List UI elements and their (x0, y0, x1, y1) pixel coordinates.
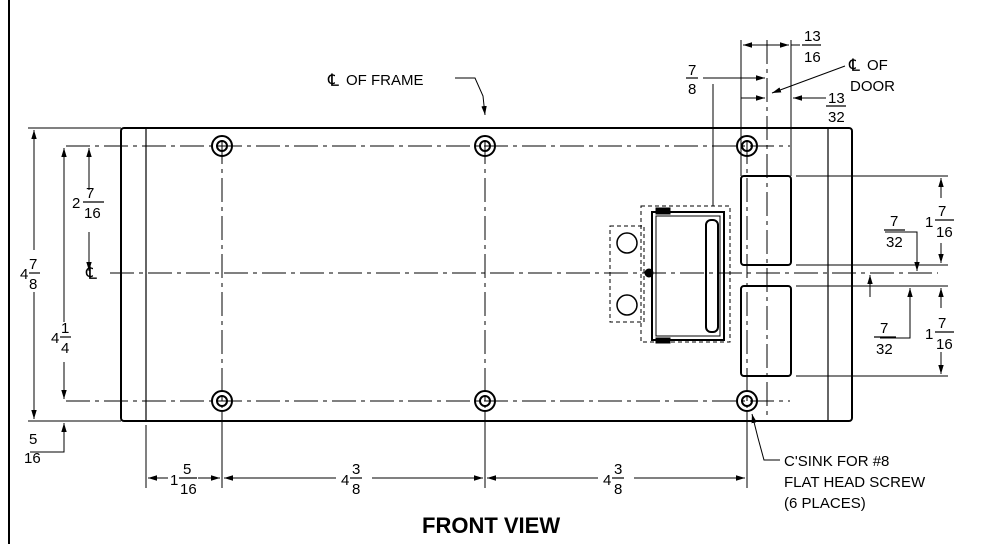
extension-lines (28, 40, 948, 488)
horizontal-centerline-symbol: ℄ (85, 264, 97, 283)
svg-text:4: 4 (51, 330, 59, 347)
svg-text:4: 4 (20, 266, 28, 283)
svg-text:1: 1 (925, 214, 933, 231)
view-title: FRONT VIEW (422, 513, 560, 538)
dim-overall-height: 4 7 8 (20, 256, 40, 293)
svg-text:7: 7 (938, 315, 946, 332)
svg-text:32: 32 (876, 341, 893, 358)
center-lines (66, 40, 938, 415)
dim-latch-to-door-centerline: 7 8 (686, 62, 698, 98)
dim-door-centerline-offset: 13 32 (826, 90, 846, 126)
svg-text:8: 8 (29, 276, 37, 293)
hole-top-left (211, 135, 233, 157)
countersink-line-1: C'SINK FOR #8 (784, 453, 889, 470)
svg-text:1: 1 (61, 320, 69, 337)
svg-text:5: 5 (183, 461, 191, 478)
dim-bottom-edge: 5 16 (24, 431, 41, 467)
svg-text:1: 1 (170, 472, 178, 489)
frame-centerline-symbol: ℄ (327, 71, 339, 90)
door-centerline-label-of: OF (867, 57, 888, 74)
dim-lower-hinge-height: 1 7 16 (925, 315, 954, 353)
svg-text:7: 7 (938, 203, 946, 220)
leader-lines (455, 65, 846, 461)
svg-text:7: 7 (890, 213, 898, 230)
svg-text:16: 16 (24, 450, 41, 467)
svg-text:1: 1 (925, 326, 933, 343)
dim-hinge-width: 13 16 (802, 28, 821, 66)
svg-text:16: 16 (936, 224, 953, 241)
screw-holes (211, 135, 758, 412)
dim-lower-gap: 7 32 (874, 320, 896, 358)
hole-bottom-center (474, 390, 496, 412)
svg-text:3: 3 (352, 461, 360, 478)
countersink-line-2: FLAT HEAD SCREW (784, 474, 926, 491)
svg-text:32: 32 (828, 109, 845, 126)
frame-outline (120, 127, 853, 422)
svg-text:4: 4 (61, 340, 69, 357)
hole-top-center (474, 135, 496, 157)
centerline-labels: ℄ OF FRAME ℄ OF DOOR ℄ (85, 56, 895, 283)
svg-text:3: 3 (614, 461, 622, 478)
dim-upper-hinge-height: 1 7 16 (925, 203, 954, 241)
svg-text:8: 8 (688, 81, 696, 98)
svg-text:16: 16 (180, 481, 197, 498)
svg-text:16: 16 (84, 205, 101, 222)
door-centerline-symbol: ℄ (848, 56, 860, 75)
hole-top-right (736, 135, 758, 157)
countersink-line-3: (6 PLACES) (784, 495, 866, 512)
dim-hole-spacing-vertical: 4 1 4 (51, 320, 71, 357)
svg-text:8: 8 (614, 481, 622, 498)
latch-assembly (609, 84, 731, 344)
countersink-callout: C'SINK FOR #8 FLAT HEAD SCREW (6 PLACES) (784, 453, 926, 512)
svg-text:16: 16 (804, 49, 821, 66)
svg-text:7: 7 (880, 320, 888, 337)
svg-text:2: 2 (72, 195, 80, 212)
hinges (740, 175, 792, 377)
svg-text:4: 4 (603, 472, 611, 489)
dim-upper-gap: 7 32 (884, 213, 905, 251)
svg-text:16: 16 (936, 336, 953, 353)
svg-text:32: 32 (886, 234, 903, 251)
dim-left-edge-to-hole: 1 5 16 (170, 461, 197, 498)
hole-bottom-left (211, 390, 233, 412)
svg-text:13: 13 (804, 28, 821, 45)
svg-text:5: 5 (29, 431, 37, 448)
svg-text:7: 7 (688, 62, 696, 79)
svg-text:7: 7 (29, 256, 37, 273)
svg-text:8: 8 (352, 481, 360, 498)
hole-bottom-right (736, 390, 758, 412)
dimension-lines (30, 42, 944, 481)
svg-text:4: 4 (341, 472, 349, 489)
door-centerline-label-door: DOOR (850, 78, 895, 95)
frame-centerline-label: OF FRAME (346, 72, 424, 89)
dim-hole-spacing-left: 4 3 8 (341, 461, 362, 498)
dim-centerline-to-hole: 2 7 16 (72, 185, 104, 222)
svg-text:7: 7 (86, 185, 94, 202)
dim-hole-spacing-right: 4 3 8 (603, 461, 624, 498)
svg-text:13: 13 (828, 90, 845, 107)
